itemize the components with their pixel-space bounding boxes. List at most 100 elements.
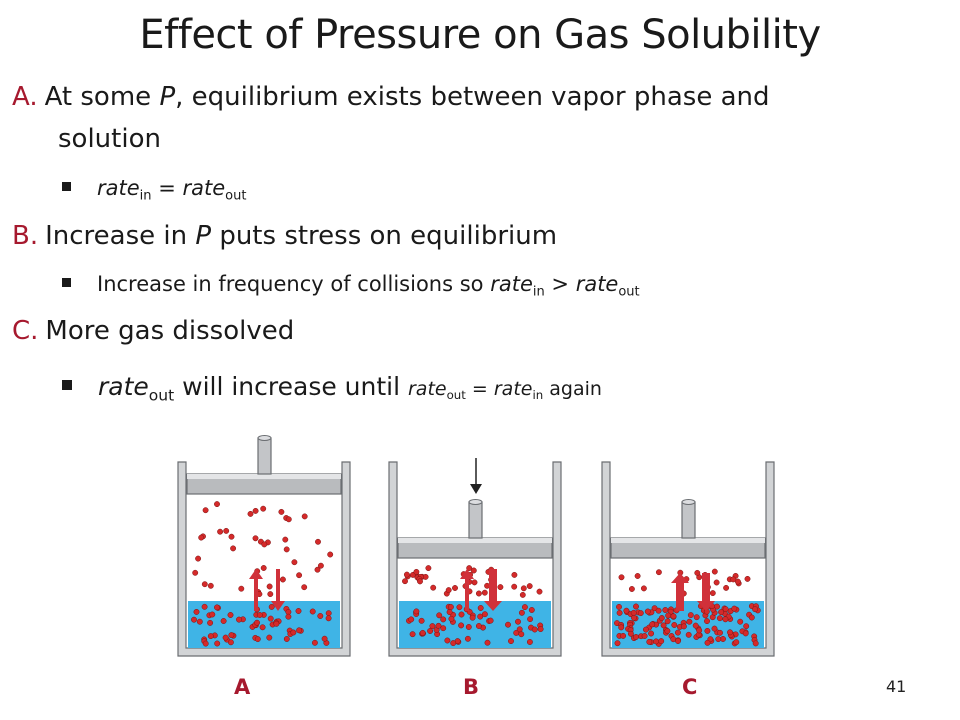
point-a-bullet: ratein = rateout bbox=[62, 176, 246, 203]
down-red-arrow-icon bbox=[484, 569, 502, 611]
gas-molecule bbox=[217, 528, 224, 535]
dissolved-gas-molecule bbox=[296, 627, 303, 634]
gas-molecule bbox=[481, 589, 488, 596]
gas-molecule bbox=[526, 583, 533, 590]
gas-molecule bbox=[723, 584, 730, 591]
dissolved-gas-molecule bbox=[671, 622, 678, 628]
dissolved-gas-molecule bbox=[737, 618, 744, 625]
dissolved-gas-molecule bbox=[748, 614, 755, 621]
dissolved-gas-molecule bbox=[317, 613, 324, 619]
dissolved-gas-molecule bbox=[191, 616, 197, 623]
gas-molecule bbox=[445, 587, 452, 594]
page-number: 41 bbox=[886, 677, 907, 696]
cylinder-wall bbox=[177, 461, 351, 657]
gas-molecule bbox=[497, 584, 504, 591]
point-a-continuation: solution bbox=[58, 124, 161, 154]
dissolved-gas-molecule bbox=[409, 631, 416, 638]
gas-molecule bbox=[327, 551, 334, 558]
gas-molecule bbox=[282, 536, 289, 543]
down-arrow-head-icon bbox=[470, 484, 482, 494]
dissolved-gas-molecule bbox=[505, 621, 511, 628]
rate-subscript: in bbox=[532, 388, 544, 403]
dissolved-gas-molecule bbox=[408, 616, 415, 623]
dissolved-gas-molecule bbox=[202, 640, 209, 647]
gas-molecule bbox=[195, 555, 202, 562]
gas-molecule bbox=[315, 538, 321, 545]
dissolved-gas-molecule bbox=[693, 614, 700, 621]
dissolved-gas-molecule bbox=[616, 609, 623, 616]
down-red-arrow-icon bbox=[697, 573, 715, 611]
dissolved-gas-molecule bbox=[664, 628, 671, 634]
dissolved-gas-molecule bbox=[481, 611, 488, 618]
up-arrow-icon bbox=[249, 569, 263, 611]
dissolved-gas-molecule bbox=[649, 621, 656, 628]
gas-molecule bbox=[711, 568, 718, 575]
gas-molecule bbox=[519, 591, 526, 598]
operator: > bbox=[544, 272, 576, 296]
dissolved-gas-molecule bbox=[531, 626, 538, 633]
dissolved-gas-molecule bbox=[427, 628, 434, 634]
dissolved-gas-molecule bbox=[655, 607, 662, 614]
dissolved-gas-molecule bbox=[641, 633, 648, 639]
dissolved-gas-molecule bbox=[727, 629, 733, 636]
point-b-bullet: Increase in frequency of collisions so r… bbox=[62, 272, 640, 299]
rate-word: rate bbox=[490, 272, 533, 296]
gas-molecule bbox=[618, 574, 625, 581]
gas-molecule bbox=[260, 505, 267, 512]
square-bullet-icon bbox=[62, 277, 71, 287]
gas-molecule bbox=[709, 590, 716, 597]
dissolved-gas-molecule bbox=[436, 612, 443, 619]
dissolved-gas-molecule bbox=[196, 618, 203, 625]
gas-molecule bbox=[285, 516, 292, 523]
gas-molecule bbox=[470, 567, 477, 574]
rate-word: rate bbox=[408, 378, 447, 400]
rate-subscript: out bbox=[148, 386, 175, 405]
gas-molecule bbox=[301, 584, 308, 591]
dissolved-gas-molecule bbox=[227, 612, 234, 618]
gas-molecule bbox=[484, 582, 491, 589]
point-c-bullet-end: again bbox=[543, 378, 602, 400]
gas-molecule bbox=[475, 590, 482, 597]
gas-molecule bbox=[252, 535, 259, 542]
point-c-bullet-text: will increase until bbox=[174, 372, 408, 401]
dissolved-gas-molecule bbox=[418, 617, 425, 624]
up-arrow-icon bbox=[671, 573, 689, 611]
gas-molecule bbox=[655, 569, 662, 576]
dissolved-gas-molecule bbox=[325, 610, 332, 617]
gas-molecule bbox=[192, 569, 199, 576]
dissolved-gas-molecule bbox=[464, 635, 471, 642]
dissolved-gas-molecule bbox=[254, 636, 261, 643]
gas-molecule bbox=[466, 565, 473, 572]
gas-molecule bbox=[536, 588, 543, 595]
gas-molecule bbox=[279, 576, 286, 583]
dissolved-gas-molecule bbox=[228, 632, 235, 639]
dissolved-gas-molecule bbox=[644, 608, 651, 615]
operator: = bbox=[151, 176, 183, 200]
point-b-text-1: Increase in bbox=[45, 221, 196, 251]
dissolved-gas-molecule bbox=[687, 612, 694, 619]
dissolved-gas-molecule bbox=[311, 639, 318, 646]
gas-molecule bbox=[201, 581, 208, 588]
dissolved-gas-molecule bbox=[518, 609, 525, 616]
dissolved-gas-molecule bbox=[631, 614, 637, 621]
gas-molecule bbox=[252, 507, 259, 514]
dissolved-gas-molecule bbox=[267, 615, 274, 622]
dissolved-gas-molecule bbox=[419, 629, 426, 636]
dissolved-gas-molecule bbox=[290, 629, 297, 636]
rate-subscript: out bbox=[225, 188, 247, 204]
rate-word: rate bbox=[182, 176, 226, 200]
dissolved-gas-molecule bbox=[742, 630, 749, 637]
dissolved-gas-molecule bbox=[325, 615, 332, 622]
gas-molecule bbox=[247, 510, 254, 517]
cylinder-c bbox=[601, 461, 775, 657]
piston-rod bbox=[468, 501, 483, 539]
gas-molecule bbox=[520, 585, 527, 592]
dissolved-gas-molecule bbox=[718, 609, 725, 616]
dissolved-gas-molecule bbox=[321, 635, 328, 642]
dissolved-gas-molecule bbox=[515, 618, 521, 625]
point-c: C.More gas dissolved bbox=[12, 316, 294, 346]
dissolved-gas-molecule bbox=[285, 613, 292, 620]
dissolved-gas-molecule bbox=[664, 618, 671, 625]
cylinder-b bbox=[388, 458, 562, 657]
dissolved-gas-molecule bbox=[447, 604, 454, 610]
